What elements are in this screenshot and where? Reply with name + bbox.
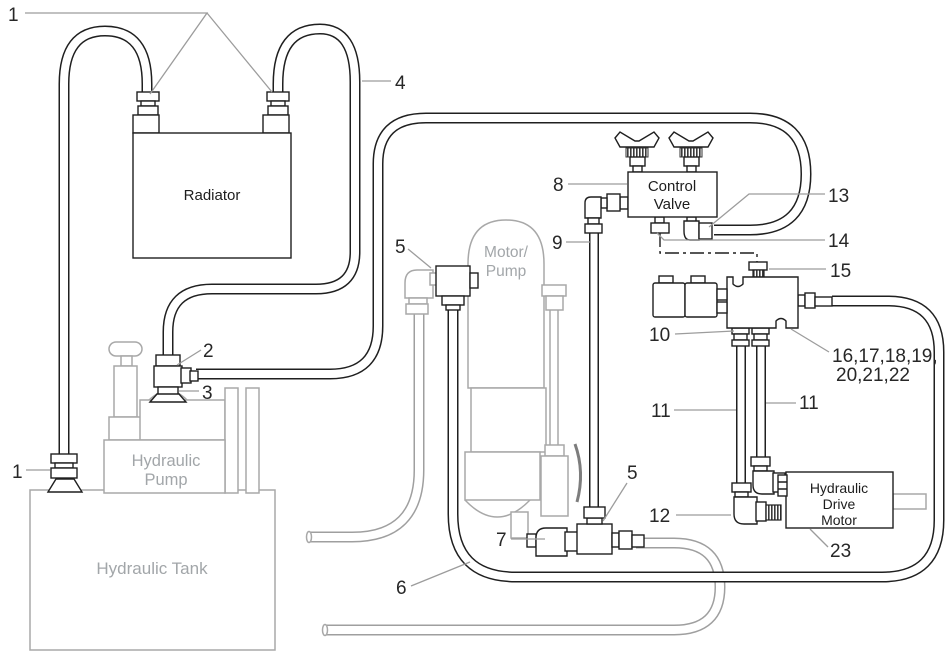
callout-10: 10 bbox=[649, 325, 670, 346]
pilot-line bbox=[659, 233, 758, 262]
callout-5-top: 5 bbox=[395, 237, 406, 258]
suction-hoses-gray bbox=[305, 314, 726, 637]
callout-16-22-line1: 16,17,18,19, bbox=[832, 346, 938, 367]
callout-11-left: 11 bbox=[651, 401, 671, 422]
control-valve bbox=[614, 131, 718, 218]
callout-numbers: 1 1 2 3 4 5 5 6 7 8 9 10 11 11 12 13 14 … bbox=[8, 5, 938, 599]
callout-1-top: 1 bbox=[8, 5, 19, 26]
component-labels: Radiator Control Valve Hydraulic Drive M… bbox=[96, 178, 868, 578]
callout-9: 9 bbox=[552, 233, 563, 254]
callout-15: 15 bbox=[830, 261, 851, 282]
motor-pump-label-2: Pump bbox=[486, 263, 527, 280]
radiator bbox=[132, 132, 292, 259]
pump-lever bbox=[573, 443, 582, 503]
drive-motor-label-2: Drive bbox=[823, 496, 856, 512]
drive-motor-label-3: Motor bbox=[821, 512, 857, 528]
callout-8: 8 bbox=[553, 175, 564, 196]
callout-6: 6 bbox=[396, 578, 407, 599]
fittings bbox=[46, 91, 833, 557]
control-valve-label-1: Control bbox=[648, 178, 696, 195]
motor-pump-label-1: Motor/ bbox=[484, 244, 529, 261]
callout-12: 12 bbox=[649, 506, 670, 527]
callout-2: 2 bbox=[203, 341, 214, 362]
hydraulic-tank-label: Hydraulic Tank bbox=[96, 559, 208, 578]
hoses bbox=[58, 23, 945, 583]
hydraulic-pump-label-1: Hydraulic bbox=[132, 452, 201, 470]
hydraulic-tank bbox=[29, 489, 276, 651]
callout-1-tank: 1 bbox=[12, 462, 23, 483]
hydraulic-pump bbox=[103, 341, 260, 494]
hydraulic-pump-label-2: Pump bbox=[144, 471, 187, 489]
callout-7: 7 bbox=[496, 530, 507, 551]
drive-motor-label-1: Hydraulic bbox=[810, 480, 868, 496]
callout-11-right: 11 bbox=[799, 393, 819, 414]
solenoid-manifold bbox=[652, 275, 799, 329]
radiator-label: Radiator bbox=[184, 187, 241, 204]
callout-16-22-line2: 20,21,22 bbox=[836, 365, 910, 386]
callout-23: 23 bbox=[830, 541, 851, 562]
callout-5-bottom: 5 bbox=[627, 463, 638, 484]
motor-pump-unit bbox=[464, 219, 582, 539]
callout-3: 3 bbox=[202, 383, 213, 404]
control-valve-label-2: Valve bbox=[654, 196, 690, 213]
hydraulic-drive-motor bbox=[777, 471, 927, 529]
callout-leaders bbox=[25, 12, 830, 587]
callout-4: 4 bbox=[395, 73, 406, 94]
callout-13: 13 bbox=[828, 186, 849, 207]
callout-14: 14 bbox=[828, 231, 850, 252]
